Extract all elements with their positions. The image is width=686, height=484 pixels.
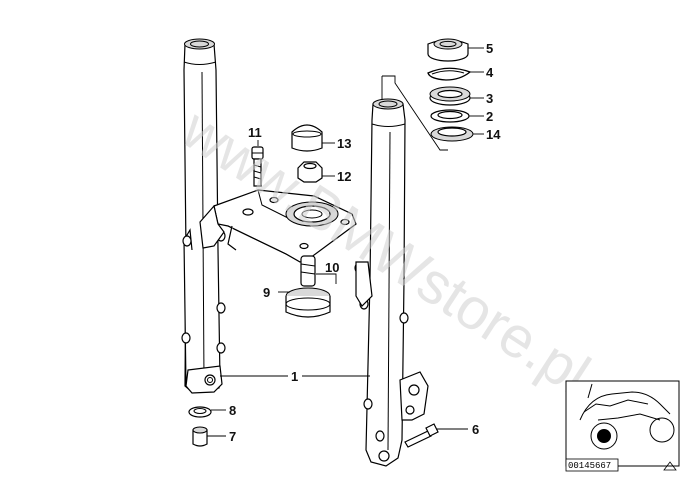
callout-9: 9 [263, 285, 270, 300]
part-4-circlip[interactable] [427, 67, 472, 81]
callout-3: 3 [486, 91, 493, 106]
part-14-seal[interactable] [430, 126, 474, 142]
callout-11: 11 [248, 125, 262, 140]
callout-13: 13 [337, 136, 351, 151]
left-fork-tube[interactable] [181, 38, 226, 394]
diagram-code: 00145667 [568, 461, 611, 471]
right-fork-tube[interactable] [354, 98, 429, 467]
callout-7: 7 [229, 429, 236, 444]
part-11-bolt[interactable] [251, 146, 264, 187]
callout-4: 4 [486, 65, 494, 80]
part-2-washer[interactable] [430, 109, 470, 123]
callout-2: 2 [486, 109, 493, 124]
part-5-dust-cap[interactable] [427, 38, 469, 62]
part-8-washer[interactable] [188, 406, 212, 418]
stack-bracket-line [381, 75, 448, 151]
callout-8: 8 [229, 403, 236, 418]
part-6-bolt[interactable] [404, 423, 439, 448]
part-12-nut[interactable] [297, 161, 323, 183]
highlight-marker [597, 429, 611, 443]
callout-1: 1 [291, 369, 298, 384]
part-9-steering-stem[interactable] [285, 255, 331, 318]
leader-lines [207, 47, 484, 437]
callout-12: 12 [337, 169, 351, 184]
part-13-cap-nut[interactable] [291, 124, 323, 152]
corner-arrow-icon [663, 461, 677, 471]
motorcycle-thumbnail[interactable]: 00145667 [565, 380, 680, 472]
fork-bridge[interactable] [199, 189, 357, 263]
callout-14: 14 [486, 127, 501, 142]
part-3-bearing-ring[interactable] [429, 86, 471, 106]
callout-6: 6 [472, 422, 479, 437]
callout-5: 5 [486, 41, 493, 56]
callout-10: 10 [325, 260, 339, 275]
part-7-bolt[interactable] [192, 426, 208, 447]
